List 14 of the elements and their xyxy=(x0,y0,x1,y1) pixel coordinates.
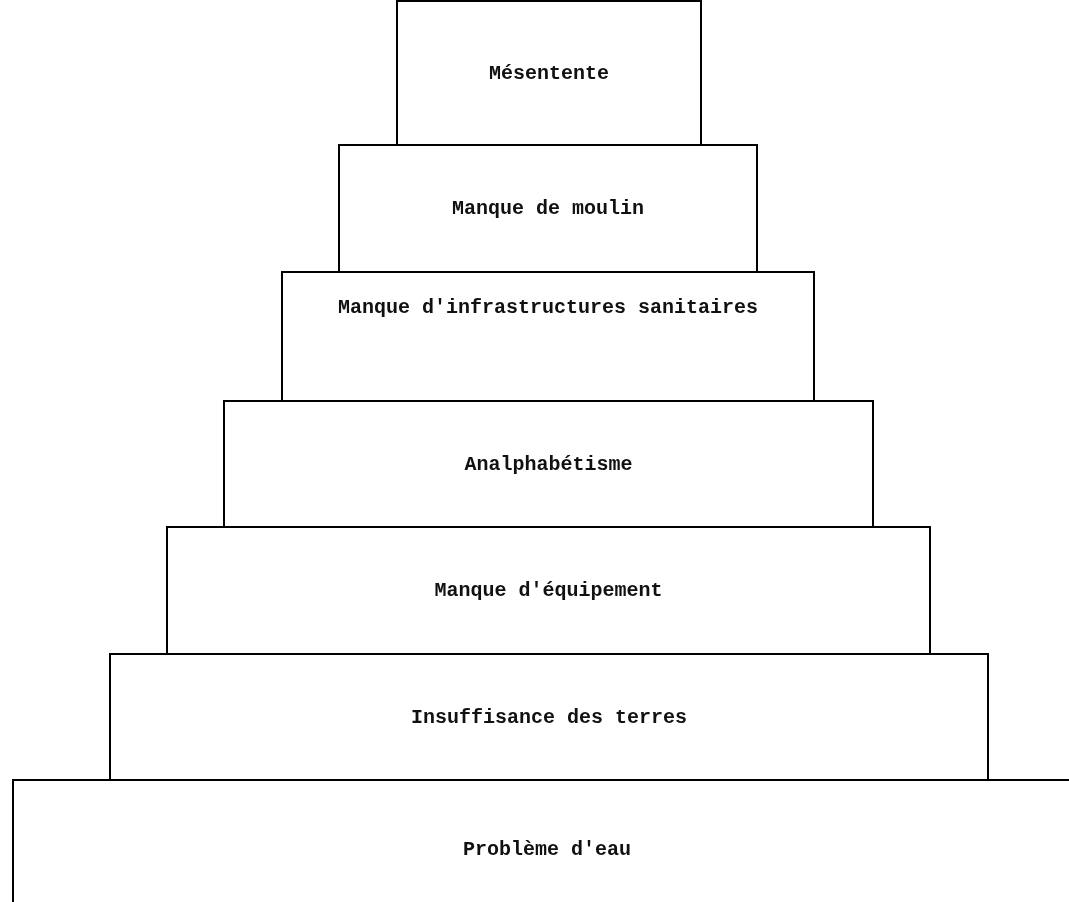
tier-label: Analphabétisme xyxy=(464,451,633,477)
pyramid-tier xyxy=(166,526,931,655)
tier-label: Mésentente xyxy=(489,60,609,86)
pyramid-tier xyxy=(338,144,758,273)
tier-label: Manque de moulin xyxy=(452,196,644,221)
pyramid-tier xyxy=(281,271,815,402)
pyramid-tier xyxy=(109,653,989,781)
pyramid-tier xyxy=(396,0,702,146)
tier-label: Insuffisance des terres xyxy=(410,704,687,730)
tier-label: Manque d'infrastructures sanitaires xyxy=(337,295,759,320)
tier-label: Manque d'équipement xyxy=(434,578,663,603)
tier-label: Problème d'eau xyxy=(463,836,631,862)
pyramid-tier xyxy=(12,779,1069,902)
pyramid-tier xyxy=(223,400,874,528)
